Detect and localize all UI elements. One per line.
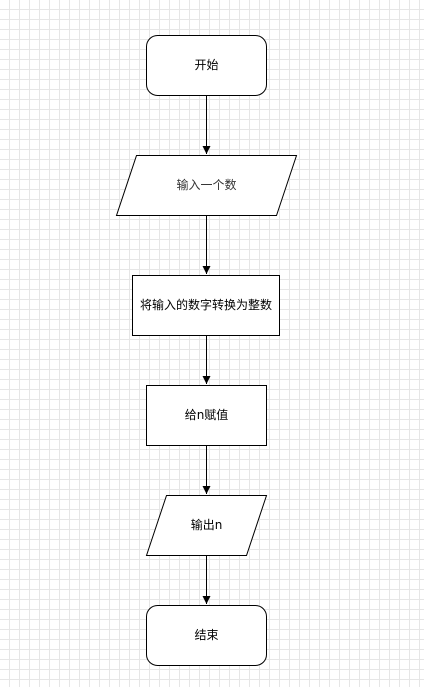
node-end-label: 结束 (194, 628, 219, 643)
node-start-label: 开始 (194, 58, 219, 73)
node-output-label: 输出n (190, 518, 223, 533)
node-convert-label: 将输入的数字转换为整数 (139, 298, 272, 313)
node-assign-label: 给n赋值 (184, 408, 229, 423)
node-input-number-label: 输入一个数 (176, 178, 237, 193)
node-assign[interactable] (146, 385, 267, 446)
node-output[interactable] (145, 495, 268, 556)
node-start[interactable] (146, 35, 267, 96)
node-convert[interactable] (132, 275, 280, 336)
node-input-number[interactable] (115, 155, 298, 216)
node-end[interactable] (146, 605, 267, 666)
